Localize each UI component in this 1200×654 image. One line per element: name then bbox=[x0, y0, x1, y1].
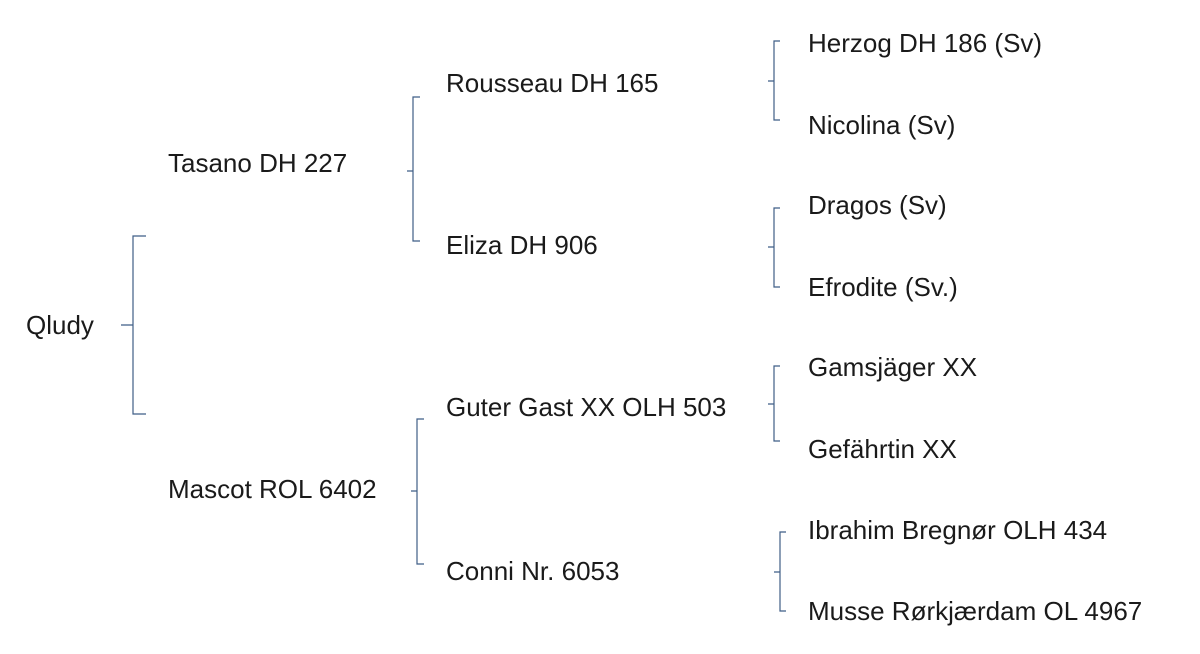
dam-sire-name: Guter Gast XX OLH 503 bbox=[446, 392, 726, 422]
dam-sire-dam-name: Gefährtin XX bbox=[808, 434, 957, 464]
dam-sire-sire-name: Gamsjäger XX bbox=[808, 352, 977, 382]
bracket-dam bbox=[411, 418, 424, 565]
dam-dam-dam-name: Musse Rørkjærdam OL 4967 bbox=[808, 596, 1142, 626]
sire-name: Tasano DH 227 bbox=[168, 148, 347, 178]
dam-name: Mascot ROL 6402 bbox=[168, 474, 377, 504]
sire-dam-sire-name: Dragos (Sv) bbox=[808, 190, 947, 220]
sire-sire-dam-name: Nicolina (Sv) bbox=[808, 110, 955, 140]
sire-sire-sire-name: Herzog DH 186 (Sv) bbox=[808, 28, 1042, 58]
sire-dam-dam-name: Efrodite (Sv.) bbox=[808, 272, 958, 302]
horse-name: Qludy bbox=[26, 310, 94, 340]
dam-dam-sire-name: Ibrahim Bregnør OLH 434 bbox=[808, 515, 1107, 545]
bracket-root bbox=[121, 235, 146, 415]
sire-dam-name: Eliza DH 906 bbox=[446, 230, 598, 260]
bracket-sire bbox=[407, 96, 420, 242]
bracket-dam-sire bbox=[768, 365, 780, 442]
bracket-sire-dam bbox=[768, 207, 780, 288]
bracket-dam-dam bbox=[774, 531, 786, 612]
bracket-sire-sire bbox=[768, 40, 780, 121]
dam-dam-name: Conni Nr. 6053 bbox=[446, 556, 619, 586]
sire-sire-name: Rousseau DH 165 bbox=[446, 68, 658, 98]
